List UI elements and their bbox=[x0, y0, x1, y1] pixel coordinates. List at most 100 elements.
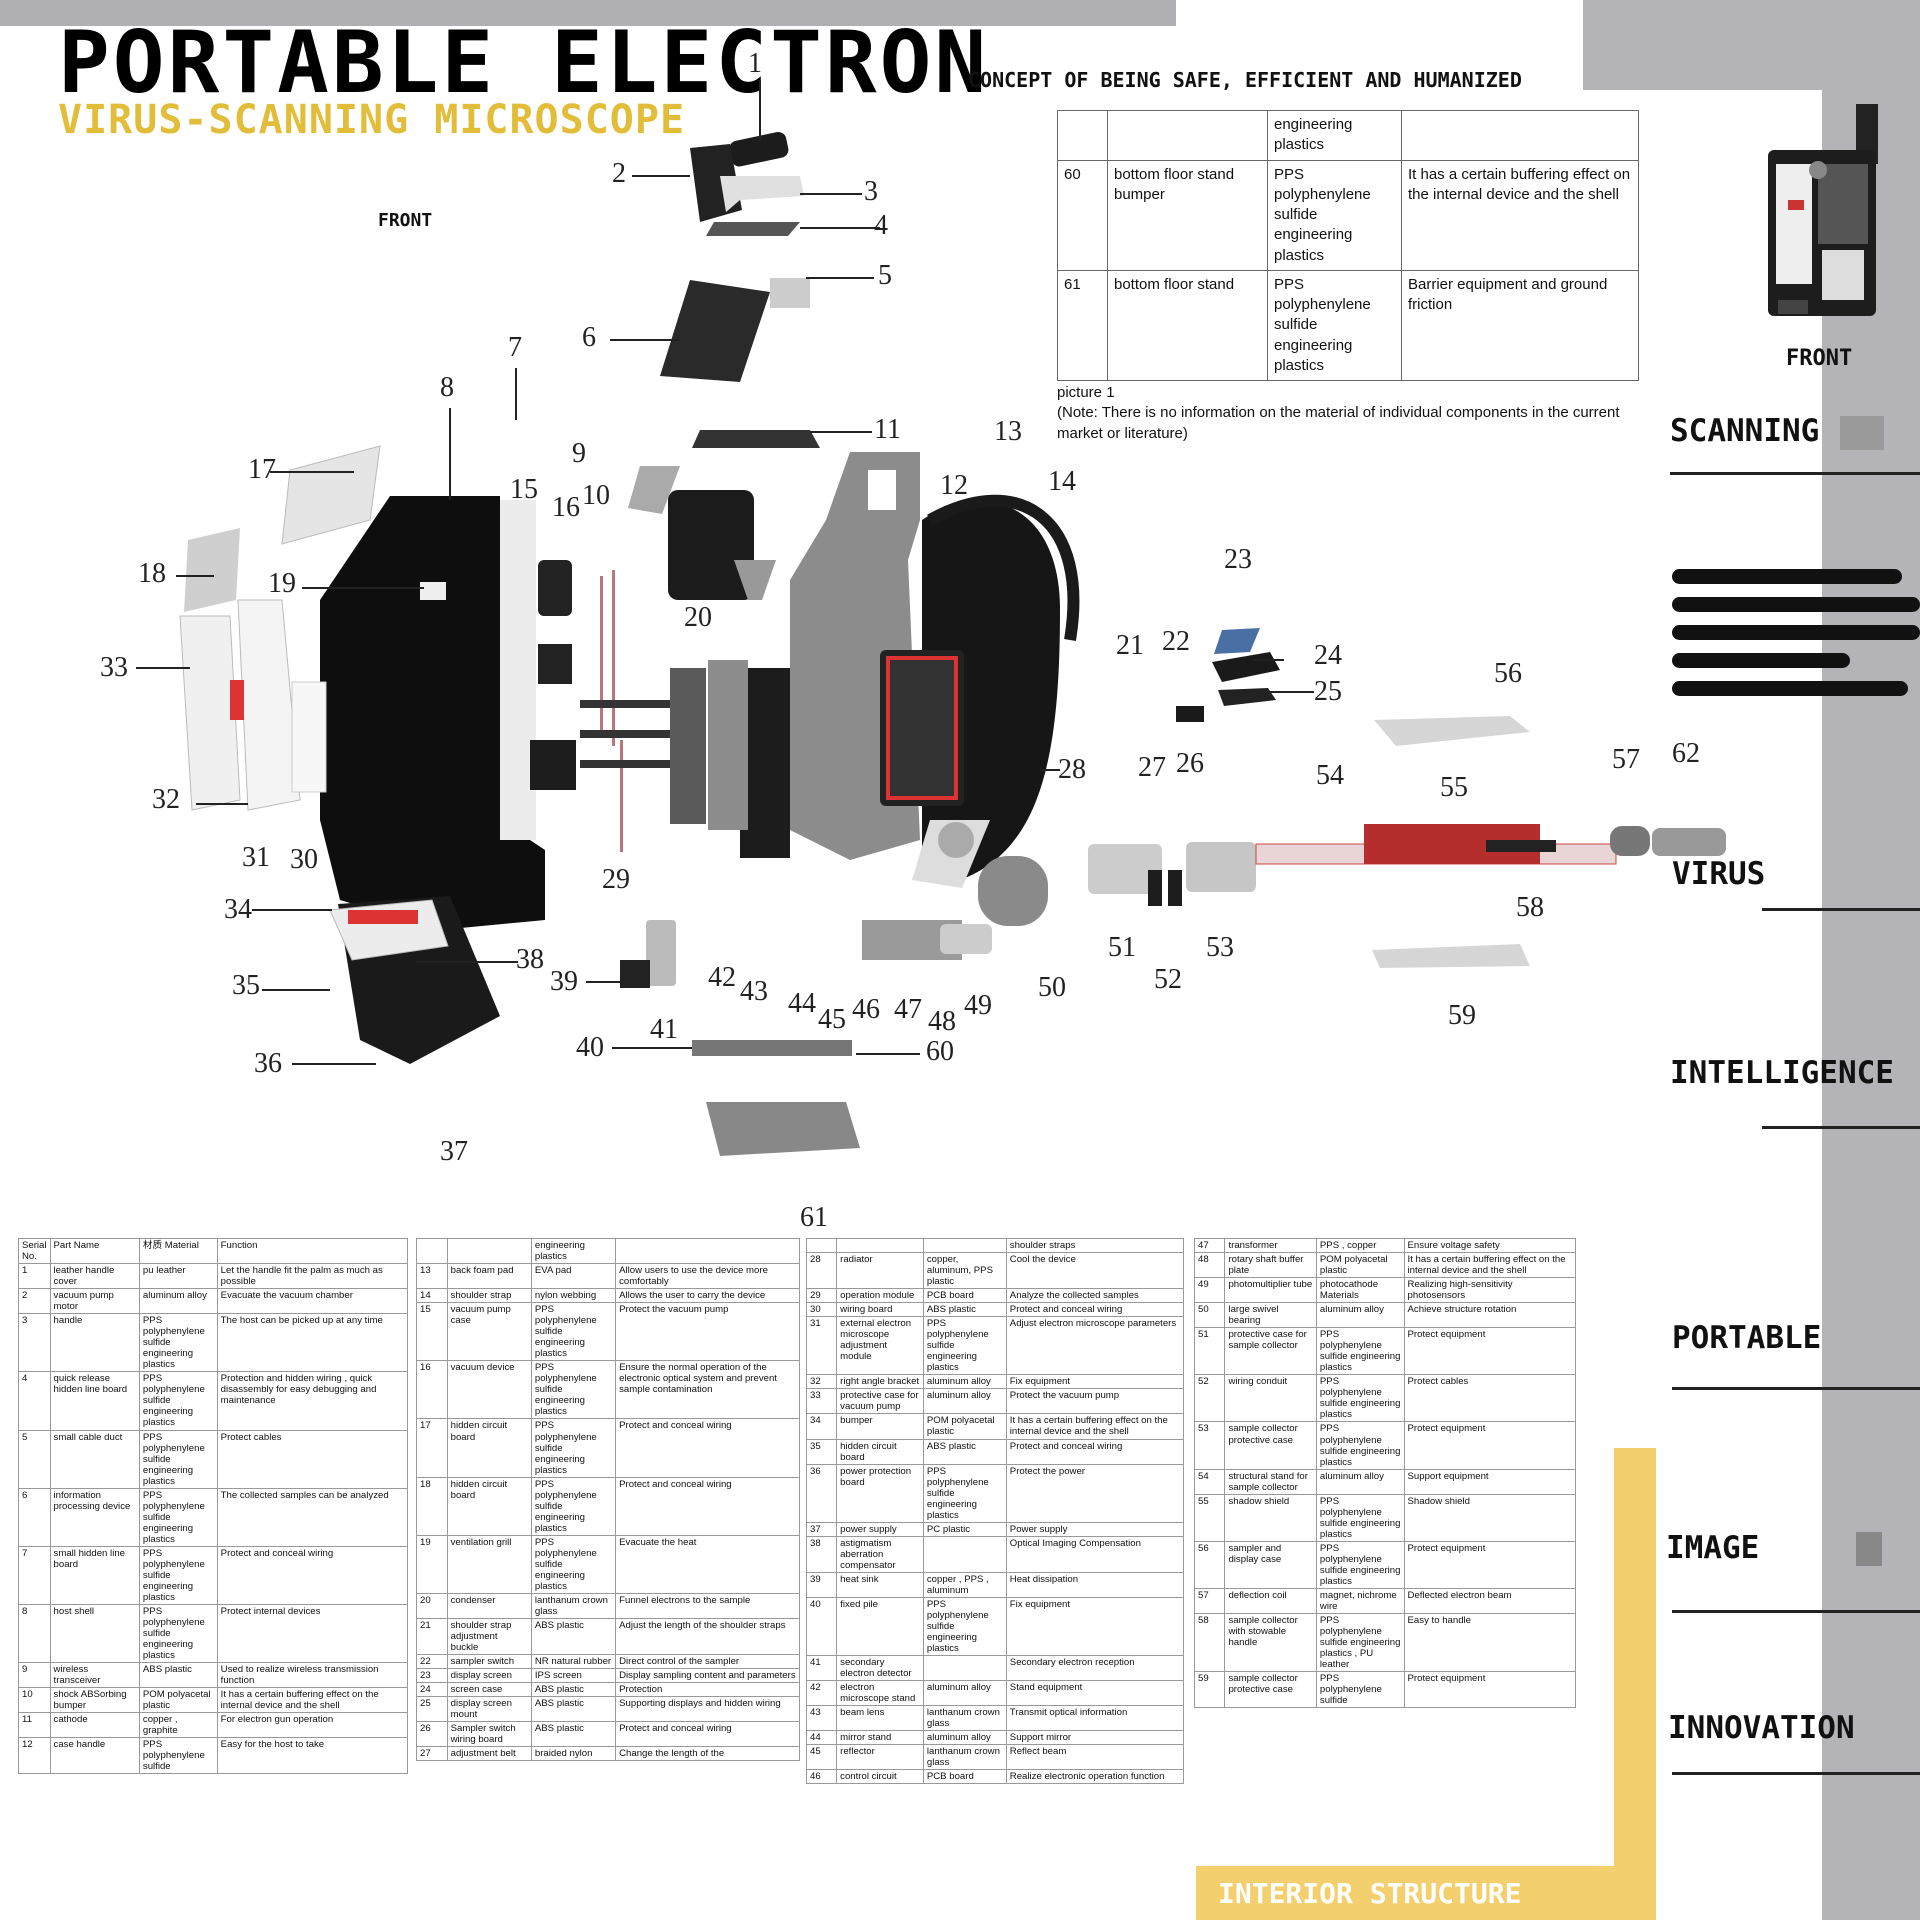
table-cell: 18 bbox=[416, 1476, 448, 1536]
table-cell: PPS polyphenylene sulfide engineering pl… bbox=[138, 1603, 218, 1664]
table-cell: wiring board bbox=[836, 1302, 924, 1318]
table-cell: Power supply bbox=[1005, 1521, 1185, 1537]
table-cell: Transmit optical information bbox=[1005, 1705, 1185, 1732]
table-header-cell bbox=[805, 1237, 838, 1254]
table-cell: Fix equipment bbox=[1005, 1596, 1185, 1657]
table-header-cell: Part Name bbox=[49, 1237, 140, 1265]
callout-13: 13 bbox=[994, 416, 1022, 447]
table-cell: 38 bbox=[805, 1535, 838, 1573]
table-cell: magnet, nichrome wire bbox=[1315, 1587, 1405, 1614]
table-cell: large swivel bearing bbox=[1224, 1302, 1317, 1329]
stripe-2 bbox=[1672, 597, 1920, 612]
table-cell: PPS polyphenylene sulfide engineering pl… bbox=[1315, 1612, 1405, 1673]
table-cell: Used to realize wireless transmission fu… bbox=[216, 1662, 409, 1689]
table-cell: 2 bbox=[18, 1288, 51, 1315]
table-cell: lanthanum crown glass bbox=[530, 1592, 617, 1620]
table-cell: Realizing high-sensitivity photosensors bbox=[1403, 1277, 1577, 1304]
table-cell: 53 bbox=[1193, 1421, 1226, 1470]
table-cell: nylon webbing bbox=[530, 1288, 617, 1304]
callout-31: 31 bbox=[242, 842, 270, 873]
table-cell: Realize electronic operation function bbox=[1005, 1769, 1185, 1785]
table-header-row: engineering plastics bbox=[416, 1237, 800, 1265]
table-cell: 9 bbox=[18, 1662, 51, 1689]
keyword-scanning: SCANNING bbox=[1670, 413, 1820, 449]
callout-24: 24 bbox=[1314, 640, 1342, 671]
table-cell: ABS plastic bbox=[922, 1438, 1007, 1465]
table-cell: aluminum alloy bbox=[922, 1680, 1007, 1707]
callout-44: 44 bbox=[788, 988, 816, 1019]
callout-33: 33 bbox=[100, 652, 128, 683]
callout-7: 7 bbox=[508, 332, 522, 363]
divider-scanning bbox=[1670, 472, 1920, 475]
table-cell: Allow users to use the device more comfo… bbox=[615, 1263, 800, 1290]
table-cell: Optical Imaging Compensation bbox=[1005, 1535, 1185, 1573]
table-cell: PCB board bbox=[922, 1288, 1007, 1304]
table-cell: 3 bbox=[18, 1313, 51, 1373]
table-cell: wireless transceiver bbox=[49, 1662, 140, 1689]
table-cell: IPS screen bbox=[530, 1668, 617, 1684]
callout-47: 47 bbox=[894, 994, 922, 1025]
table-cell: Sampler switch wiring board bbox=[446, 1721, 532, 1748]
callout-51: 51 bbox=[1108, 932, 1136, 963]
table-cell: PCB board bbox=[922, 1769, 1007, 1785]
callout-56: 56 bbox=[1494, 658, 1522, 689]
table-cell: sampler and display case bbox=[1224, 1540, 1317, 1589]
table-cell: 57 bbox=[1193, 1587, 1226, 1614]
table-cell: Allows the user to carry the device bbox=[615, 1288, 800, 1304]
table-cell: display screen bbox=[446, 1668, 532, 1684]
table-cell: 34 bbox=[805, 1413, 838, 1440]
table-cell: Protect internal devices bbox=[216, 1603, 409, 1664]
table-cell: Easy for the host to take bbox=[216, 1737, 409, 1775]
table-cell: ABS plastic bbox=[530, 1696, 617, 1723]
table-cell: lanthanum crown glass bbox=[922, 1744, 1007, 1771]
stripe-1 bbox=[1672, 569, 1902, 584]
table-cell: aluminum alloy bbox=[138, 1288, 218, 1315]
callout-16: 16 bbox=[552, 492, 580, 523]
table-cell: wiring conduit bbox=[1224, 1374, 1317, 1423]
table-cell: aluminum alloy bbox=[1315, 1302, 1405, 1329]
table-cell: 59 bbox=[1193, 1671, 1226, 1709]
table-cell: beam lens bbox=[836, 1705, 924, 1732]
table-cell: case handle bbox=[49, 1737, 140, 1775]
table-header-cell: Function bbox=[216, 1237, 409, 1265]
table-cell: 32 bbox=[805, 1374, 838, 1390]
callout-59: 59 bbox=[1448, 1000, 1476, 1031]
callout-28: 28 bbox=[1058, 754, 1086, 785]
divider-portable bbox=[1672, 1387, 1920, 1390]
table-cell: 45 bbox=[805, 1744, 838, 1771]
table-cell: Evacuate the vacuum chamber bbox=[216, 1288, 409, 1315]
table-cell: 14 bbox=[416, 1288, 448, 1304]
table-cell: structural stand for sample collector bbox=[1224, 1468, 1317, 1495]
table-cell: 48 bbox=[1193, 1252, 1226, 1279]
callout-35: 35 bbox=[232, 970, 260, 1001]
table-cell: operation module bbox=[836, 1288, 924, 1304]
table-cell: hidden circuit board bbox=[446, 1418, 532, 1478]
accent-footer bbox=[1196, 1866, 1656, 1920]
concept-heading: CONCEPT OF BEING SAFE, EFFICIENT AND HUM… bbox=[968, 68, 1522, 92]
callout-10: 10 bbox=[582, 480, 610, 511]
callout-46: 46 bbox=[852, 994, 880, 1025]
table-cell: 7 bbox=[18, 1545, 51, 1605]
table-cell: Protect the vacuum pump bbox=[615, 1302, 800, 1362]
callout-38: 38 bbox=[516, 944, 544, 975]
table-cell: PPS polyphenylene sulfide engineering pl… bbox=[1315, 1374, 1405, 1423]
table-cell: PPS polyphenylene sulfide engineering pl… bbox=[1315, 1540, 1405, 1589]
table-cell: 31 bbox=[805, 1316, 838, 1376]
table-header-cell: PPS , copper bbox=[1315, 1237, 1405, 1254]
table-cell: 27 bbox=[416, 1746, 448, 1762]
